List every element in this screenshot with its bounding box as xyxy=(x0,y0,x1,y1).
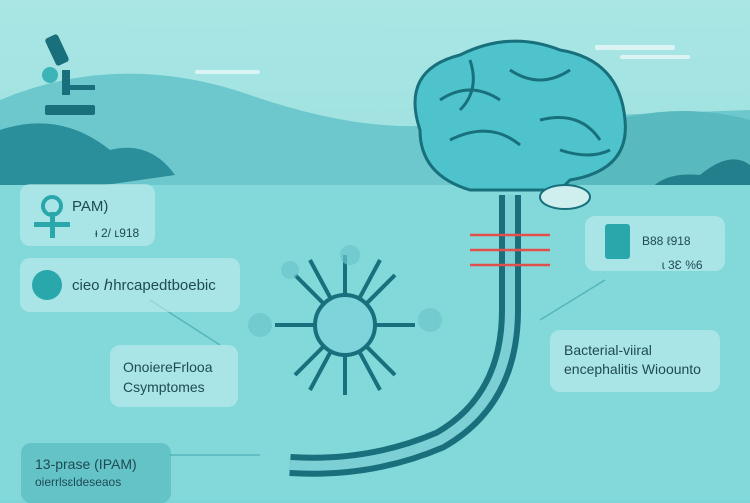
symptoms-line1: OnoiereFrlooa xyxy=(123,359,213,375)
phage-card: cieo ℎhrcapedtboebic xyxy=(20,258,240,312)
stage-line2: oierrlsɛldeseaos xyxy=(35,475,122,489)
tree-left xyxy=(0,123,175,200)
device-card: B88 ℓ918 ɩ 3Ɛ %6 xyxy=(585,216,725,272)
symptoms-line2: Csymptomes xyxy=(123,379,205,395)
device-value: ɩ 3Ɛ %6 xyxy=(662,258,703,272)
brain-icon xyxy=(413,39,627,210)
phage-label: cieo ℎhrcapedtboebic xyxy=(72,277,216,294)
device-title: B88 ℓ918 xyxy=(642,234,691,248)
virus-icon xyxy=(275,255,415,395)
microscope-icon xyxy=(42,34,95,115)
bacterial-line2: encephalitis Wioounto xyxy=(564,361,701,377)
pam-title: PAM) xyxy=(72,198,109,215)
pie-icon xyxy=(32,270,62,300)
stage-card: 13-prase (IPAM) oierrlsɛldeseaos xyxy=(21,443,171,503)
bacterial-line1: Bacterial-viiral xyxy=(564,342,652,358)
bacterial-card: Bacterial-viiral encephalitis Wioounto xyxy=(550,330,720,392)
tablet-icon xyxy=(605,224,630,259)
nerve-signal-lines xyxy=(470,233,550,267)
pam-card: PAM) ᵻ 2/ ʟ918 xyxy=(20,184,155,246)
person-icon xyxy=(34,195,70,238)
pam-value: ᵻ 2/ ʟ918 xyxy=(95,226,140,240)
stage-line1: 13-prase (IPAM) xyxy=(35,456,137,472)
symptoms-card: OnoiereFrlooa Csymptomes xyxy=(110,345,238,407)
